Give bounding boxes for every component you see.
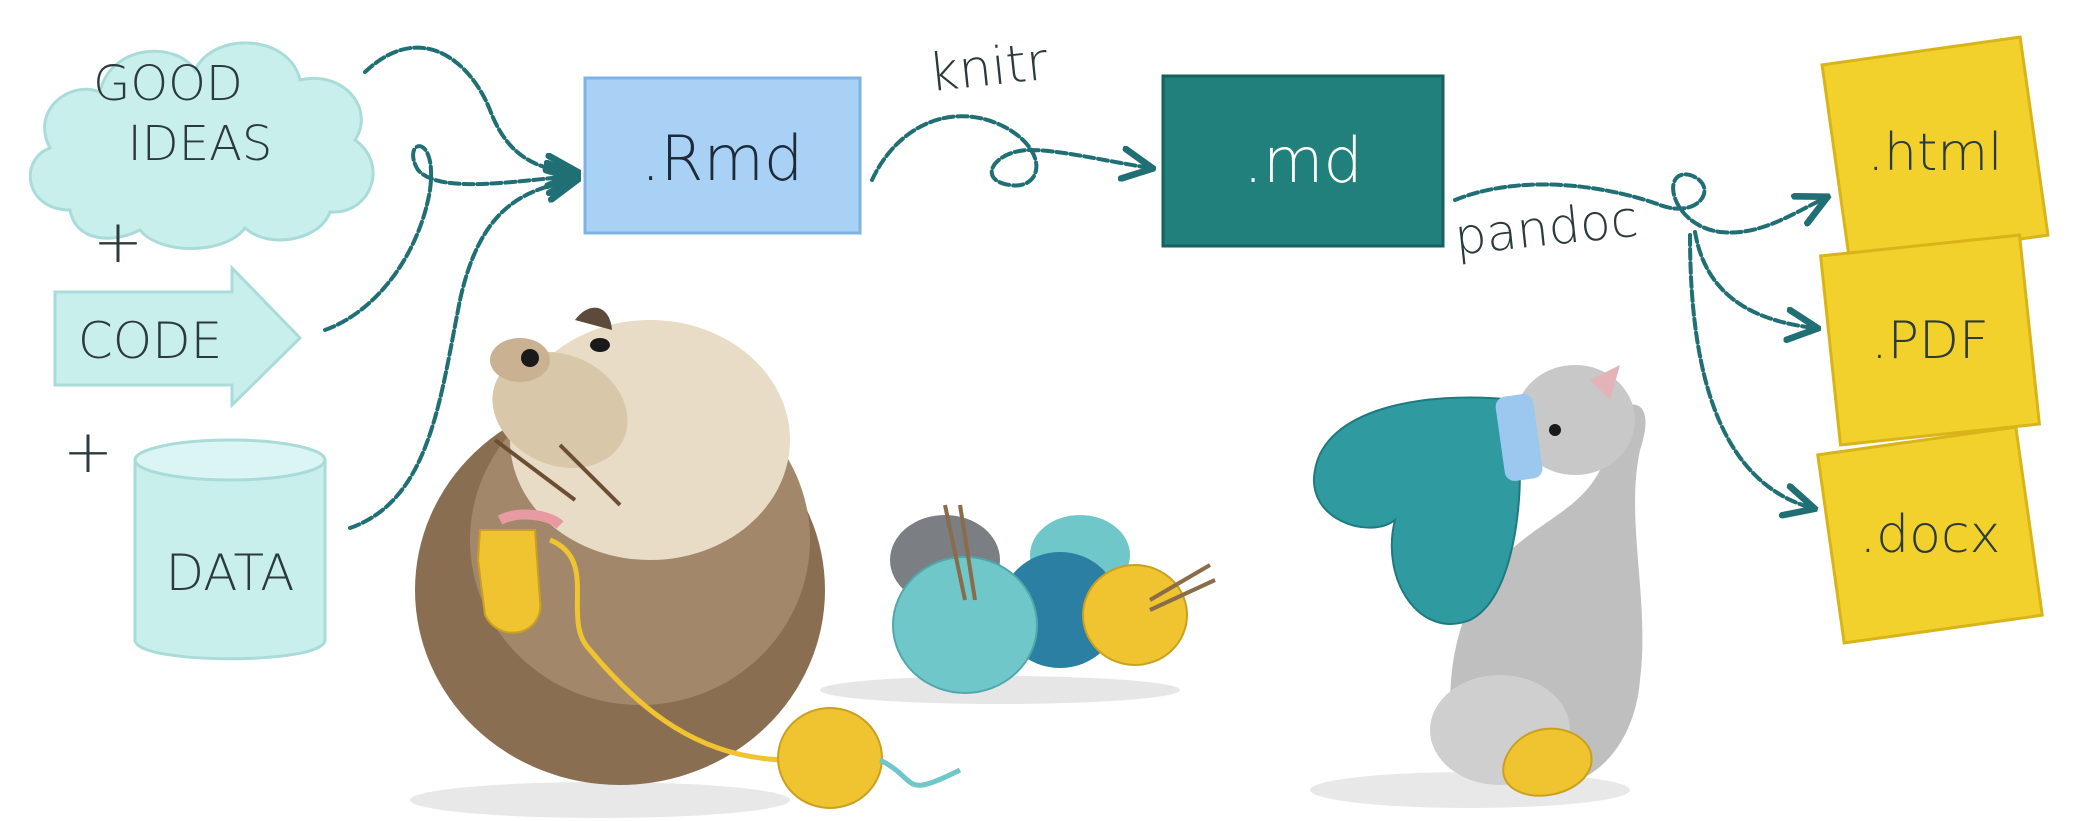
code-block: CODE xyxy=(55,268,300,405)
html-label: .html xyxy=(1868,123,2003,183)
pandoc-arrow-docx xyxy=(1690,235,1812,508)
pandoc-arrow-pdf xyxy=(1695,232,1815,328)
md-file-box: .md xyxy=(1163,76,1443,246)
pdf-label: .PDF xyxy=(1871,311,1989,371)
knitr-arrow xyxy=(872,116,1150,185)
good-ideas-cloud: GOOD IDEAS xyxy=(30,43,373,249)
hedgehog-illustration xyxy=(410,308,960,818)
cat-illustration xyxy=(1310,365,1646,808)
pandoc-label: pandoc xyxy=(1452,190,1641,267)
ideas-label-line2: IDEAS xyxy=(128,116,273,172)
plus-sign-2: + xyxy=(63,417,113,487)
data-block: DATA xyxy=(135,440,325,659)
data-label: DATA xyxy=(166,544,295,602)
rmd-label: .Rmd xyxy=(641,122,804,195)
ideas-label-line1: GOOD xyxy=(93,56,243,112)
output-docx-tile: .docx xyxy=(1818,427,2042,643)
output-html-tile: .html xyxy=(1822,37,2048,263)
yarn-balls-illustration xyxy=(820,505,1215,704)
mitten-icon xyxy=(1314,398,1520,624)
knitr-label: knitr xyxy=(926,32,1052,104)
docx-label: .docx xyxy=(1860,505,2001,565)
rmd-file-box: .Rmd xyxy=(585,78,860,233)
plus-sign-1: + xyxy=(93,207,143,277)
ideas-arrow xyxy=(365,48,575,172)
md-label: .md xyxy=(1243,124,1362,197)
knitr-step: knitr xyxy=(872,32,1150,186)
code-label: CODE xyxy=(78,312,222,370)
output-pdf-tile: .PDF xyxy=(1821,235,2040,445)
sock-icon xyxy=(478,530,540,633)
